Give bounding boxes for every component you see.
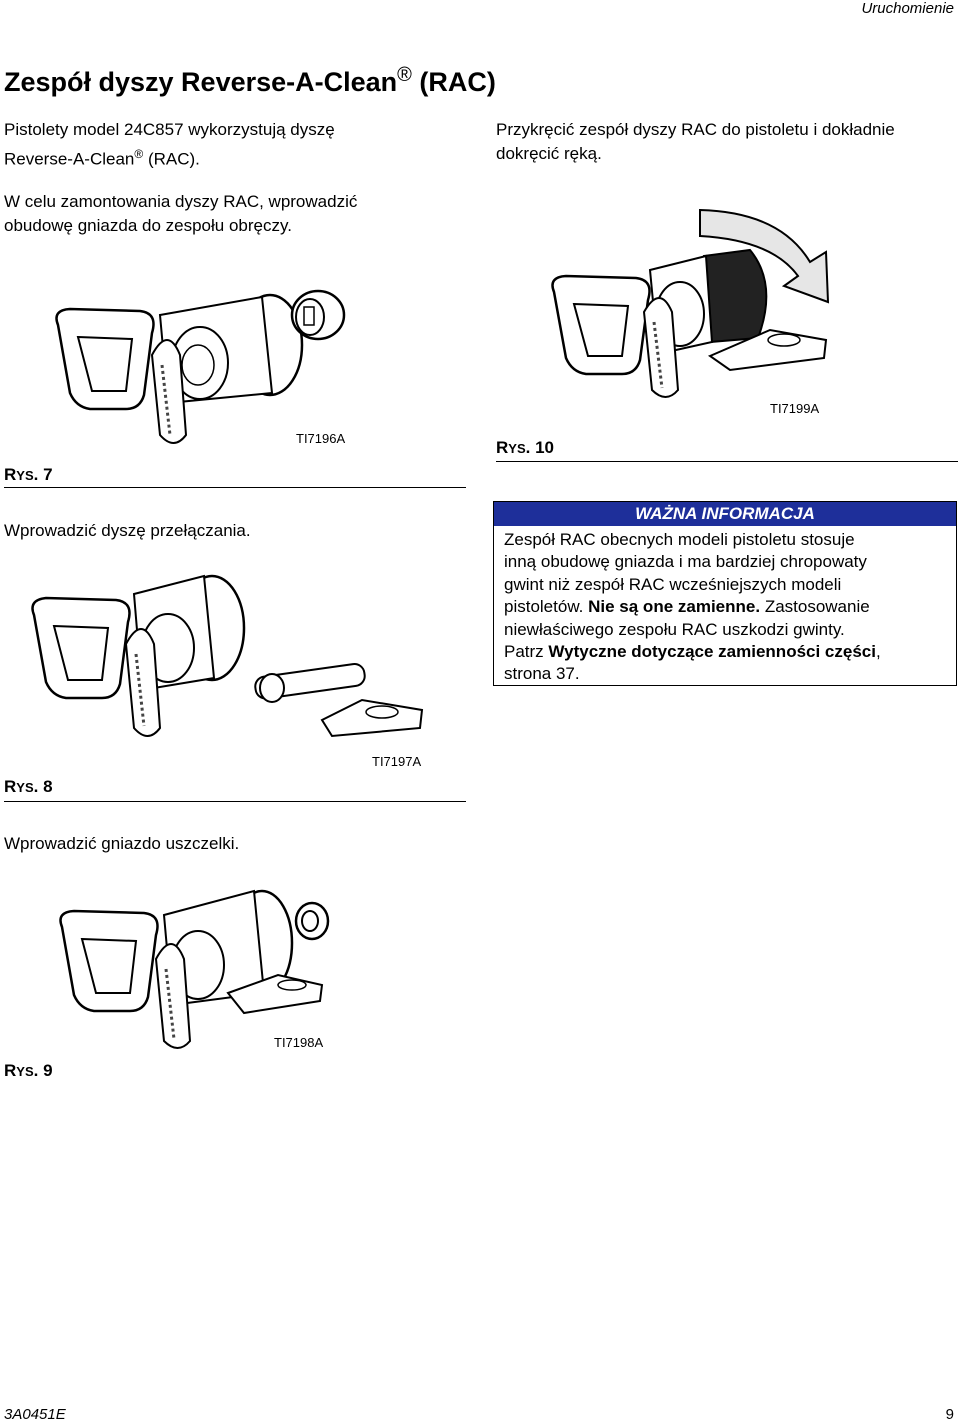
title-text: Zespół dyszy Reverse-A-Clean <box>4 67 398 97</box>
intro-paragraph: Pistolety model 24C857 wykorzystują dysz… <box>4 118 335 172</box>
fig7-label: RYS. 7 <box>4 465 53 484</box>
step1-line-1: W celu zamontowania dyszy RAC, wprowadzi… <box>4 192 358 211</box>
step4-paragraph: Przykręcić zespół dyszy RAC do pistoletu… <box>496 118 895 166</box>
step1-paragraph: W celu zamontowania dyszy RAC, wprowadzi… <box>4 190 357 238</box>
fig8-rule <box>4 801 466 802</box>
fig7-code: TI7196A <box>296 431 346 446</box>
fig7-illustration <box>55 289 346 444</box>
switch-tip-part <box>254 662 424 738</box>
fig10-label: RYS. 10 <box>496 438 554 457</box>
document-number: 3A0451E <box>4 1406 66 1423</box>
fig8-illustration <box>31 574 424 738</box>
step4-line-2: dokręcić ręką. <box>496 144 602 163</box>
fig10-code: TI7199A <box>770 401 820 416</box>
notice-line: pistoletów. Nie są one zamienne. Zastoso… <box>504 597 870 617</box>
notice-body: Zespół RAC obecnych modeli pistoletu sto… <box>494 526 956 686</box>
fig9-label: RYS. 9 <box>4 1061 53 1080</box>
registered-mark: ® <box>397 64 412 86</box>
step1-line-2: obudowę gniazda do zespołu obręczy. <box>4 216 292 235</box>
notice-line: strona 37. <box>504 664 580 684</box>
fig8-code: TI7197A <box>372 754 422 769</box>
running-header: Uruchomienie <box>861 0 954 17</box>
cross-reference-link[interactable]: Wytyczne dotyczące zamienności części <box>548 642 876 662</box>
intro-line-2: Reverse-A-Clean® (RAC). <box>4 147 200 169</box>
seal-seat-part <box>294 901 330 941</box>
fig9-code: TI7198A <box>274 1035 324 1050</box>
important-notice-box: WAŻNA INFORMACJA Zespół RAC obecnych mod… <box>493 501 957 686</box>
notice-emphasis: Nie są one zamienne. <box>588 597 761 617</box>
fig9-illustration <box>59 889 330 1049</box>
step2-text: Wprowadzić dyszę przełączania. <box>4 521 251 540</box>
notice-heading: WAŻNA INFORMACJA <box>494 502 956 526</box>
notice-line: niewłaściwego zespołu RAC uszkodzi gwint… <box>504 619 845 639</box>
notice-line: Patrz Wytyczne dotyczące zamienności czę… <box>504 642 881 662</box>
tighten-arrow-icon <box>699 208 830 304</box>
fig10-rule <box>496 461 958 462</box>
page-number: 9 <box>945 1406 954 1423</box>
fig7-rule <box>4 487 466 488</box>
intro-line-1: Pistolety model 24C857 wykorzystują dysz… <box>4 120 335 139</box>
title-suffix: (RAC) <box>419 67 496 97</box>
seat-housing-part <box>290 289 346 341</box>
step3-text: Wprowadzić gniazdo uszczelki. <box>4 834 240 853</box>
registered-mark: ® <box>134 147 144 161</box>
step4-line-1: Przykręcić zespół dyszy RAC do pistoletu… <box>496 120 895 139</box>
fig10-illustration <box>551 208 830 398</box>
notice-line: Zespół RAC obecnych modeli pistoletu sto… <box>504 530 855 549</box>
fig8-label: RYS. 8 <box>4 777 53 796</box>
notice-line: inną obudowę gniazda i ma bardziej chrop… <box>504 552 867 572</box>
page-title: Zespół dyszy Reverse-A-Clean® (RAC) <box>4 64 496 98</box>
notice-line: gwint niż zespół RAC wcześniejszych mode… <box>504 574 842 594</box>
